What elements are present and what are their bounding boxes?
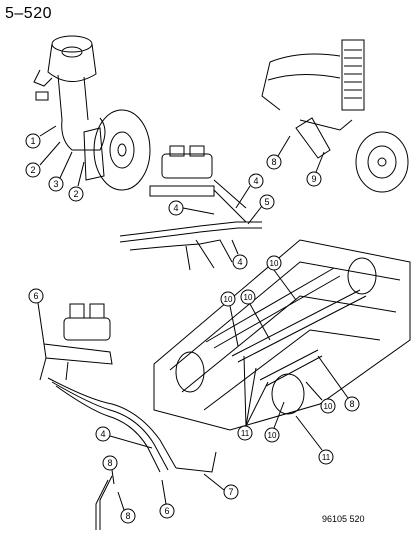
callout-8-lower-a: 8 xyxy=(102,455,118,485)
callout-label: 1 xyxy=(30,136,35,146)
callout-8-lower-b: 8 xyxy=(117,491,136,524)
vehicle-underbody xyxy=(153,239,411,431)
callout-2-b: 2 xyxy=(68,161,85,202)
callout-label: 10 xyxy=(224,295,233,304)
callout-label: 4 xyxy=(237,257,242,267)
callout-label: 6 xyxy=(33,291,38,301)
callout-3: 3 xyxy=(48,151,73,192)
master-cylinder-upper xyxy=(149,145,247,223)
callout-label: 4 xyxy=(100,429,105,439)
callout-label: 10 xyxy=(324,402,333,411)
callout-6-lower: 6 xyxy=(159,479,175,519)
callout-8-body: 8 xyxy=(317,355,360,412)
brake-line-bundle-lower xyxy=(47,377,217,530)
callout-2: 2 xyxy=(25,141,61,178)
callout-label: 6 xyxy=(164,506,169,516)
front-strut-assembly xyxy=(33,35,106,151)
callout-5: 5 xyxy=(247,194,275,225)
page-number: 5–520 xyxy=(5,5,52,22)
callout-11-b: 11 xyxy=(295,415,334,465)
figure-id: 96105 520 xyxy=(322,514,365,524)
callout-label: 8 xyxy=(125,511,130,521)
callout-label: 5 xyxy=(264,197,269,207)
callout-11-a: 11 xyxy=(237,355,269,441)
callout-4-a: 4 xyxy=(235,173,264,209)
rear-strut-assembly xyxy=(261,39,365,159)
callout-10-c: 10 xyxy=(240,289,271,341)
callout-4-d: 4 xyxy=(95,426,153,449)
callout-label: 2 xyxy=(73,189,78,199)
callout-label: 4 xyxy=(173,203,178,213)
callout-7: 7 xyxy=(203,473,239,500)
callout-label: 9 xyxy=(311,174,316,184)
callout-6-upper: 6 xyxy=(28,288,45,345)
callout-label: 2 xyxy=(30,165,35,175)
callout-label: 4 xyxy=(253,176,258,186)
callout-label: 8 xyxy=(107,458,112,468)
callout-label: 3 xyxy=(53,179,58,189)
callout-4-b: 4 xyxy=(168,200,215,216)
brake-line-bundle-upper xyxy=(119,221,262,271)
callout-label: 8 xyxy=(349,399,354,409)
master-cylinder-lower xyxy=(39,303,113,381)
callout-10-b: 10 xyxy=(220,291,239,347)
callout-label: 10 xyxy=(268,431,277,440)
callout-label: 10 xyxy=(270,259,279,268)
callout-label: 7 xyxy=(228,487,233,497)
callout-label: 11 xyxy=(322,453,331,462)
callout-10-d: 10 xyxy=(305,381,336,414)
callout-label: 10 xyxy=(244,293,253,302)
callout-1: 1 xyxy=(25,125,57,149)
callout-label: 8 xyxy=(271,157,276,167)
callout-10-a: 10 xyxy=(266,255,297,301)
brake-rotor xyxy=(83,109,151,191)
callout-label: 11 xyxy=(241,429,250,438)
callout-markers: 1 2 3 2 8 xyxy=(25,125,360,524)
callout-8-upper: 8 xyxy=(266,135,291,170)
callout-4-c: 4 xyxy=(231,239,248,270)
rear-brake-drum xyxy=(355,131,409,193)
callout-10-e: 10 xyxy=(264,401,285,443)
callout-9: 9 xyxy=(306,151,325,187)
